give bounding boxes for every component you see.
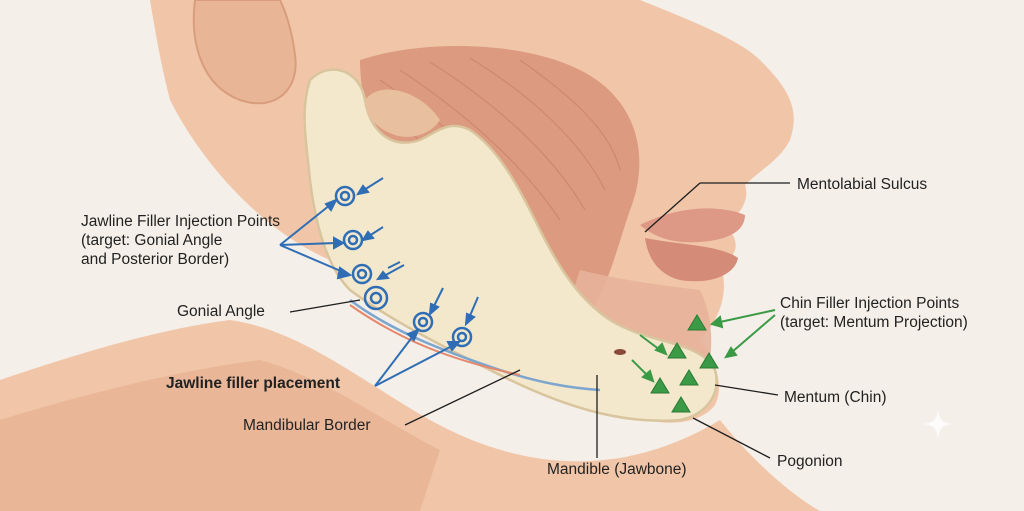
lower-lip <box>645 238 738 282</box>
blue-ring-target-icon <box>351 263 373 285</box>
label-mentum: Mentum (Chin) <box>784 389 887 406</box>
ear <box>192 0 297 105</box>
green-triangle-icon <box>667 342 687 359</box>
blue-ring-target-icon <box>451 326 473 348</box>
leader-pogonion <box>692 417 771 459</box>
label-mentolabial-sulcus: Mentolabial Sulcus <box>797 176 928 193</box>
chin-label-arrows <box>631 309 776 383</box>
ramus-notch <box>365 89 440 137</box>
chin-injection-markers <box>650 314 719 413</box>
mental-foramen <box>614 349 626 355</box>
label-pogonion: Pogonion <box>777 453 843 470</box>
jawline-marker-arrows <box>355 177 479 327</box>
blue-ring-target-icon <box>342 229 364 251</box>
jawline-label-arrows <box>279 198 462 387</box>
leader-lines <box>289 182 790 459</box>
green-triangle-icon <box>671 396 691 413</box>
sparkle-icon <box>924 410 952 438</box>
blue-ring-target-icon <box>334 185 356 207</box>
green-triangle-icon <box>699 352 719 369</box>
leader-mandibular-border <box>404 369 521 426</box>
label-gonial-angle: Gonial Angle <box>177 303 265 320</box>
label-mandibular-border: Mandibular Border <box>243 417 371 434</box>
leader-gonial-angle <box>289 299 361 313</box>
green-triangle-icon <box>687 314 707 331</box>
blue-ring-target-icon <box>412 311 434 333</box>
mandibular-border-highlight <box>349 304 521 376</box>
leader-mentolabial <box>644 182 701 233</box>
green-triangle-icon <box>650 377 670 394</box>
blue-ring-target-icon <box>363 285 389 311</box>
label-chin-injection-points: Chin Filler Injection Points (target: Me… <box>780 295 968 331</box>
upper-lip <box>640 208 745 243</box>
leader-mentum <box>714 384 779 396</box>
jawline-injection-markers <box>334 185 473 348</box>
label-jawline-injection-points: Jawline Filler Injection Points (target:… <box>81 213 281 268</box>
neck-shadow <box>0 360 440 511</box>
label-jawline-filler-placement: Jawline filler placement <box>166 375 341 392</box>
label-mandible: Mandible (Jawbone) <box>547 461 687 478</box>
green-triangle-icon <box>679 369 699 386</box>
